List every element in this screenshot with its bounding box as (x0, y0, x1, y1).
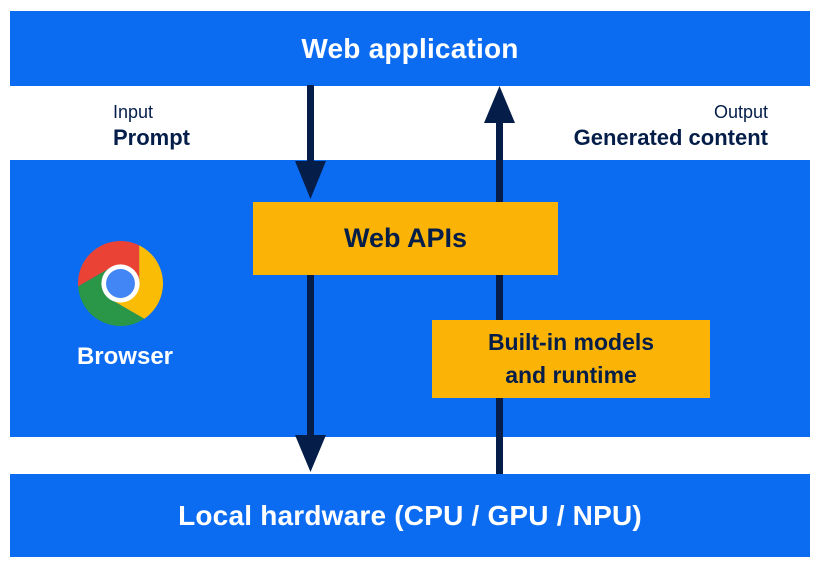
chrome-logo-icon (78, 241, 163, 326)
output-value-label: Generated content (573, 125, 768, 150)
input-kind-label: Input (113, 102, 154, 122)
web-apis-label: Web APIs (343, 223, 468, 253)
local-hardware-label: Local hardware (CPU / GPU / NPU) (178, 499, 642, 531)
up-arrow-line (496, 121, 503, 474)
browser-label: Browser (76, 343, 174, 370)
input-label-block: Input Prompt (113, 101, 190, 151)
builtin-models-label-line1: Built-in models (487, 329, 655, 355)
down-arrowhead-into-local-hardware (295, 435, 326, 472)
web-application-label: Web application (301, 32, 519, 64)
builtin-models-label-line2: and runtime (505, 362, 637, 388)
web-apis-box: Web APIs (253, 202, 558, 275)
local-hardware-bar: Local hardware (CPU / GPU / NPU) (10, 474, 810, 557)
output-kind-label: Output (713, 102, 768, 122)
down-arrow-line-top (307, 85, 314, 163)
input-value-label: Prompt (113, 125, 190, 150)
up-arrowhead-into-web-application (484, 86, 515, 123)
output-label-block: Output Generated content (574, 101, 768, 151)
down-arrow-line-bottom (307, 275, 314, 437)
web-application-bar: Web application (10, 11, 810, 86)
builtin-models-box: Built-in models and runtime (432, 320, 710, 398)
